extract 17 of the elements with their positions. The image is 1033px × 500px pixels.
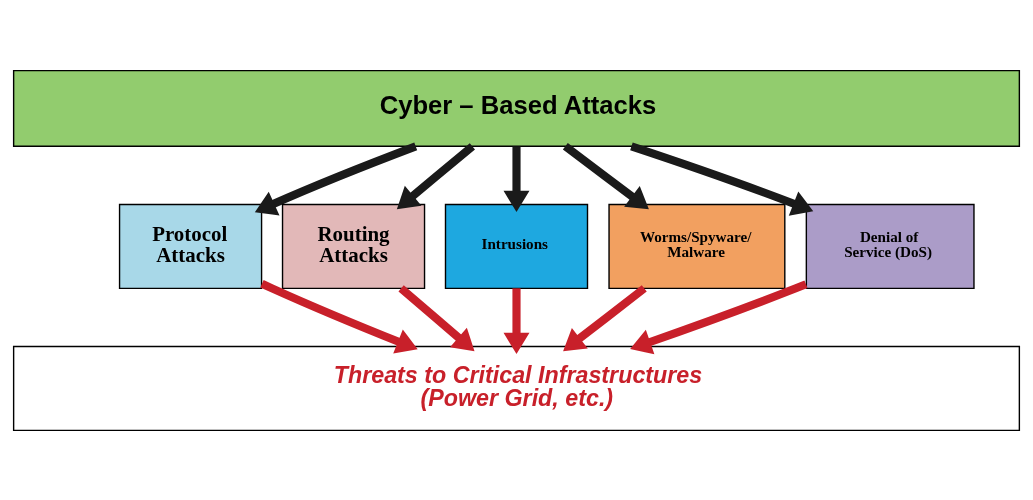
arrow [630,280,808,354]
node-box: Routing Attacks [281,203,426,289]
node-box: Denial of Service (DoS) [805,203,975,289]
arrow [260,279,418,354]
node-box: Protocol Attacks [118,203,263,289]
arrow [396,142,475,209]
node-box: Worms/Spyware/ Malware [608,203,786,289]
arrow [563,284,647,351]
arrow [562,142,649,209]
node-box: Cyber – Based Attacks [12,69,1021,147]
node-box: Threats to Critical Infrastructures (Power Grid, etc.) [12,345,1021,431]
arrow [630,142,814,216]
arrow [503,287,530,354]
arrow [503,145,530,212]
arrow [398,284,475,351]
node-box: Intrusions [444,203,589,289]
arrow [254,142,418,215]
